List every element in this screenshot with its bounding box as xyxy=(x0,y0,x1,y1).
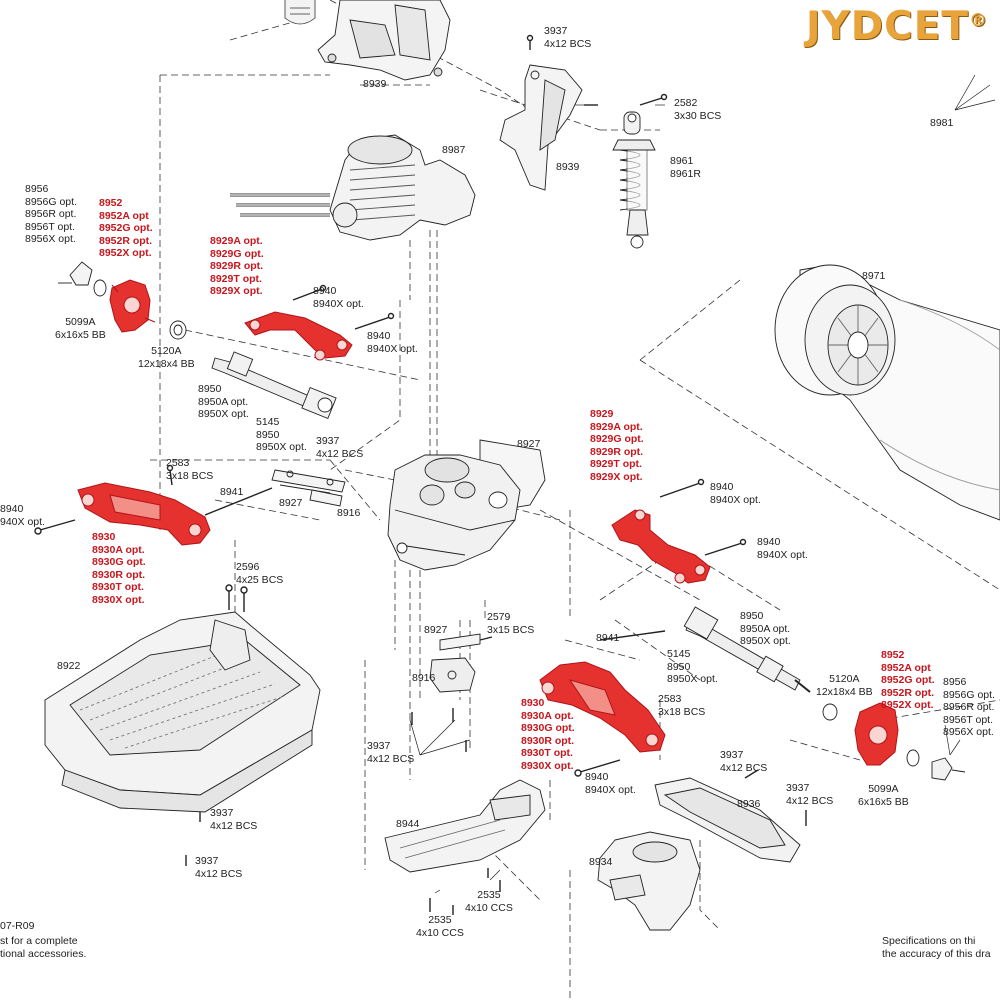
part-label-8922: 8922 xyxy=(57,660,81,672)
part-label-8927-mid: 8927 xyxy=(279,497,303,509)
part-label-8987: 8987 xyxy=(442,144,466,156)
brand-logo: JYDCET® xyxy=(806,4,988,49)
part-label-8944: 8944 xyxy=(396,818,420,830)
part-label-3937-mid: 3937 4x12 BCS xyxy=(316,435,364,460)
part-label-8941-right: 8941 xyxy=(596,632,620,644)
skid-plate-8944 xyxy=(384,779,546,873)
left-driveshaft-8950 xyxy=(211,351,337,420)
part-label-3937-b2: 3937 4x12 BCS xyxy=(786,782,834,807)
left-hub-assembly xyxy=(58,261,187,340)
part-label-8929-right: 8929 8929A opt. 8929G opt. 8929R opt. 89… xyxy=(590,408,644,483)
motor-8987 xyxy=(230,134,476,241)
upper-arm-right-red xyxy=(611,509,711,584)
part-label-8941-left: 8941 xyxy=(220,486,244,498)
brand-logo-text: JYDCET xyxy=(806,4,969,49)
part-label-5099a-left: 5099A 6x16x5 BB xyxy=(55,316,106,341)
part-label-8950-left: 8950 8950A opt. 8950X opt. xyxy=(198,383,249,421)
footer-note-left: st for a complete tional accessories. xyxy=(0,935,87,960)
part-label-8952-left: 8952 8952A opt 8952G opt. 8952R opt. 895… xyxy=(99,197,153,260)
part-label-5120a-right: 5120A 12x18x4 BB xyxy=(816,673,873,698)
pins-and-screws xyxy=(34,34,807,915)
part-label-2583-right: 2583 3x18 BCS xyxy=(658,693,706,718)
footer-note-right: Specifications on thi the accuracy of th… xyxy=(882,935,991,960)
part-label-8950-right: 8950 8950A opt. 8950X opt. xyxy=(740,610,791,648)
part-label-3937-b4: 3937 4x12 BCS xyxy=(195,855,243,880)
right-driveshaft-8950 xyxy=(683,606,838,721)
part-label-8927-top: 8927 xyxy=(517,438,541,450)
part-label-5120a-left: 5120A 12x18x4 BB xyxy=(138,345,195,370)
part-label-8936: 8936 xyxy=(737,798,761,810)
part-label-8934: 8934 xyxy=(589,856,613,868)
part-label-8930-left: 8930 8930A opt. 8930G opt. 8930R opt. 89… xyxy=(92,531,146,606)
right-hub-carrier-red xyxy=(854,702,899,766)
lower-arm-right-red xyxy=(539,661,666,753)
part-label-8971: 8971 xyxy=(862,270,886,282)
link-plate-8927 xyxy=(271,469,346,507)
part-label-3937-low: 3937 4x12 BCS xyxy=(367,740,415,765)
left-hub-carrier-red xyxy=(109,279,156,333)
part-label-8940-a: 8940 8940X opt. xyxy=(313,285,364,310)
part-label-2535-b: 2535 4x10 CCS xyxy=(465,889,513,914)
gearbox-assembly xyxy=(387,439,546,571)
chassis-tub-8922 xyxy=(44,611,321,813)
part-label-2583-left: 2583 3x18 BCS xyxy=(166,457,214,482)
registered-mark: ® xyxy=(969,10,988,31)
part-label-2582: 2582 3x30 BCS xyxy=(674,97,722,122)
part-label-8940-f: 8940 8940X opt. xyxy=(585,771,636,796)
document-code: 07-R09 xyxy=(0,920,35,932)
part-label-8956-right: 8956 8956G opt. 8956R opt. 8956T opt. 89… xyxy=(943,676,995,739)
part-label-8930-right: 8930 8930A opt. 8930G opt. 8930R opt. 89… xyxy=(521,697,575,772)
shock-mount-top-fragment xyxy=(284,0,316,25)
upper-arm-left-red xyxy=(244,311,353,361)
right-hub-nut xyxy=(906,749,966,781)
part-label-8940-e: 8940 940X opt. xyxy=(0,503,45,528)
part-label-2596: 2596 4x25 BCS xyxy=(236,561,284,586)
part-label-2579: 2579 3x15 BCS xyxy=(487,611,535,636)
part-label-5145-right: 5145 8950 8950X opt. xyxy=(667,648,718,686)
part-label-8940-b: 8940 8940X opt. xyxy=(367,330,418,355)
part-label-3937-b3: 3937 4x12 BCS xyxy=(210,807,258,832)
leader-lines xyxy=(409,35,996,894)
part-label-8940-d: 8940 8940X opt. xyxy=(757,536,808,561)
part-label-8940-c: 8940 8940X opt. xyxy=(710,481,761,506)
lower-arm-left-red xyxy=(77,482,211,546)
part-label-8961: 8961 8961R xyxy=(670,155,701,180)
center-link-8916 xyxy=(429,633,481,693)
bumper-8936 xyxy=(654,777,801,863)
bulkhead-8939-top xyxy=(317,0,451,81)
part-label-8916-top: 8916 xyxy=(337,507,361,519)
part-label-3937-top: 3937 4x12 BCS xyxy=(544,25,592,50)
part-label-8916-low: 8916 xyxy=(412,672,436,684)
shock-absorber-8961 xyxy=(612,111,656,249)
part-label-5145-left: 5145 8950 8950X opt. xyxy=(256,416,307,454)
part-label-5099a-right: 5099A 6x16x5 BB xyxy=(858,783,909,808)
bumper-mount-8934 xyxy=(597,831,701,931)
part-label-8952-right: 8952 8952A opt 8952G opt. 8952R opt. 895… xyxy=(881,649,935,712)
shock-bracket-8939 xyxy=(499,64,583,191)
part-label-8939-mid: 8939 xyxy=(556,161,580,173)
part-label-8927-low: 8927 xyxy=(424,624,448,636)
part-label-2535-a: 2535 4x10 CCS xyxy=(416,914,464,939)
part-label-8956-left: 8956 8956G opt. 8956R opt. 8956T opt. 89… xyxy=(25,183,77,246)
part-label-8929-left: 8929A opt. 8929G opt. 8929R opt. 8929T o… xyxy=(210,235,264,298)
part-label-8981: 8981 xyxy=(930,117,954,129)
part-label-8939-top: 8939 xyxy=(363,78,387,90)
wheel-8971 xyxy=(774,264,1000,521)
assembly-guide-lines xyxy=(150,0,1000,1000)
part-label-3937-b1: 3937 4x12 BCS xyxy=(720,749,768,774)
